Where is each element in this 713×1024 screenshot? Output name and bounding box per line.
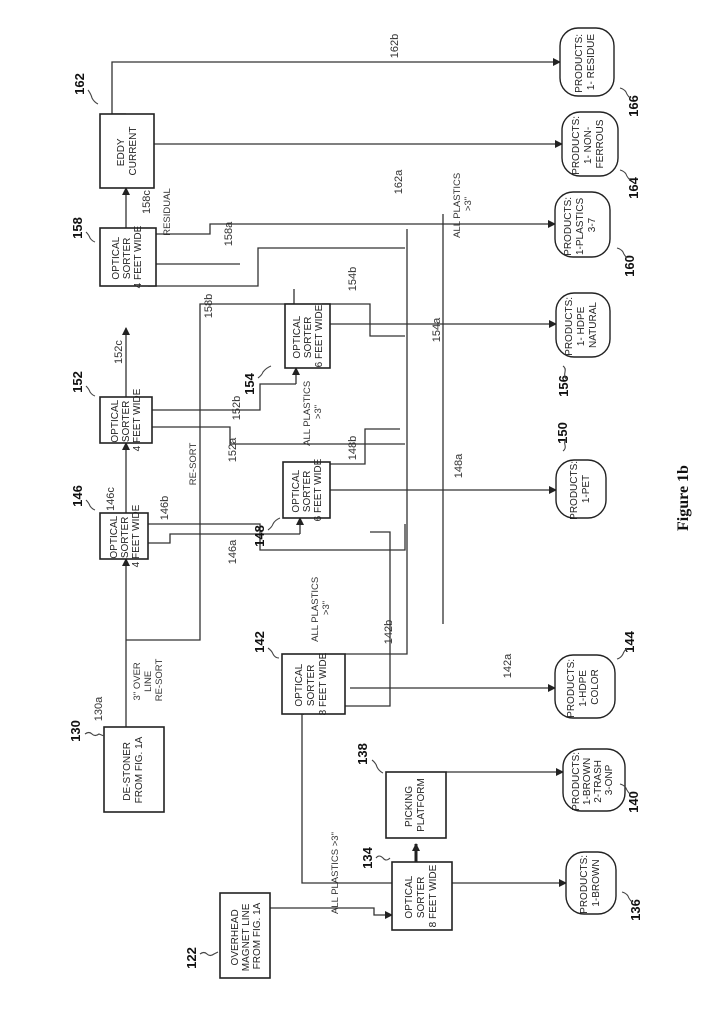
edge-162-166 [112,62,560,114]
leader-152 [86,386,95,396]
ref-158: 158 [70,217,85,239]
ref-158a: 158a [223,221,235,246]
edge-refs: 130a 142a 142b 146a 146b 146c 148a 148b … [93,34,514,721]
edge-142b [345,614,407,654]
edge-146a [148,534,300,543]
box-122-label: OVERHEAD MAGNET LINE FROM FIG. 1A [230,901,263,971]
label-all-plastics-152: ALL PLASTICS >3" [302,378,324,446]
flow-lines [112,62,566,915]
ref-138: 138 [355,743,370,765]
ref-122: 122 [184,947,199,969]
ref-144: 144 [622,630,637,652]
box-152: OPTICAL SORTER 4 FEET WIDE 152 [70,371,152,451]
ref-130: 130 [68,720,83,742]
ref-134: 134 [360,846,375,868]
product-144: PRODUCTS: 1-HDPE COLOR 144 [555,630,637,718]
ref-154b: 154b [347,267,359,291]
product-136: PRODUCTS: 1-BROWN 136 [566,852,643,921]
edge-158-160 [140,224,555,234]
product-166-label: PRODUCTS: 1- RESIDUE [574,31,597,93]
ref-156: 156 [556,375,571,397]
product-164: PRODUCTS: 1- NON- FERROUS 164 [562,112,641,199]
ref-148a: 148a [453,453,465,478]
ref-154: 154 [242,372,257,394]
ref-162a: 162a [393,169,405,194]
product-166: PRODUCTS: 1- RESIDUE 166 [560,28,641,117]
leader-154 [258,366,271,378]
ref-146: 146 [70,485,85,507]
box-162: EDDY CURRENT 162 [72,73,154,188]
label-residual: RESIDUAL [162,188,173,236]
box-130: DE-STONER FROM FIG. 1A 130 [68,720,164,812]
ref-158b: 158b [203,294,215,318]
box-130-label: DE-STONER FROM FIG. 1A [122,736,145,803]
ref-162: 162 [72,73,87,95]
ref-146c: 146c [105,487,117,511]
ref-160: 160 [622,255,637,277]
label-over-line-resort: 3" OVER LINE RE-SORT [132,659,165,702]
box-134: OPTICAL SORTER 8 FEET WIDE 134 [360,846,452,930]
label-all-plastics-134: ALL PLASTICS >3" [330,832,341,914]
resort-line [126,289,294,640]
label-all-plastics-142: ALL PLASTICS >3" [310,574,332,642]
product-156: PRODUCTS: 1- HDPE NATURAL 156 [556,293,610,397]
ref-152c: 152c [113,340,125,364]
product-136-label: PRODUCTS: 1-BROWN [579,852,602,914]
leader-164 [620,170,630,180]
box-138-label: PICKING PLATFORM [404,778,427,832]
product-140: PRODUCTS: 1-BROWN 2-TRASH 3-ONP 140 [563,749,641,813]
ref-142a: 142a [502,653,514,678]
leader-158 [86,232,95,242]
leader-134 [376,856,390,860]
ref-158c: 158c [141,190,153,214]
ref-150: 150 [555,422,570,444]
edge-142-plastics [340,532,390,706]
ref-154a: 154a [431,317,443,342]
ref-148: 148 [252,525,267,547]
leader-122 [200,952,218,956]
product-160: PRODUCTS: 1-PLASTICS 3-7 160 [555,192,637,277]
leader-130 [85,733,104,737]
ref-140: 140 [626,791,641,813]
product-150: PRODUCTS: 1-PET 150 [555,422,606,520]
ref-166: 166 [626,95,641,117]
edge-152-154 [152,384,296,410]
ref-148b: 148b [347,436,359,460]
ref-142: 142 [252,631,267,653]
edge-154b [322,304,405,336]
box-122: OVERHEAD MAGNET LINE FROM FIG. 1A 122 [184,893,270,978]
ref-130a: 130a [93,696,105,721]
leader-166 [620,88,630,98]
ref-152b: 152b [231,396,243,420]
ref-146a: 146a [227,539,239,564]
box-154: OPTICAL SORTER 6 FEET WIDE 154 [242,304,330,395]
leader-142 [268,648,279,658]
figure-caption: Figure 1b [675,465,692,531]
ref-152a: 152a [227,437,239,462]
ref-142b: 142b [383,620,395,644]
ref-162b: 162b [389,34,401,58]
edge-146b [148,524,405,550]
leader-148 [268,518,280,530]
ref-152: 152 [70,371,85,393]
edge-158a [148,248,405,286]
leader-136 [622,892,632,902]
edge-134-142 [302,711,392,883]
ref-164: 164 [626,176,641,198]
box-158: OPTICAL SORTER 4 FEET WIDE 158 [70,217,156,288]
box-142: OPTICAL SORTER 8 FEET WIDE 142 [252,631,345,715]
label-all-plastics-158: ALL PLASTICS >3" [452,170,474,238]
flow-drawing: OVERHEAD MAGNET LINE FROM FIG. 1A 122 DE… [68,28,643,978]
leader-162 [88,90,98,104]
leader-138 [372,760,383,773]
ref-136: 136 [628,899,643,921]
ref-146b: 146b [159,496,171,520]
label-resort: RE-SORT [188,443,199,486]
edge-148b [330,429,400,464]
leader-146 [86,500,95,510]
box-138: PICKING PLATFORM 138 [355,743,446,838]
